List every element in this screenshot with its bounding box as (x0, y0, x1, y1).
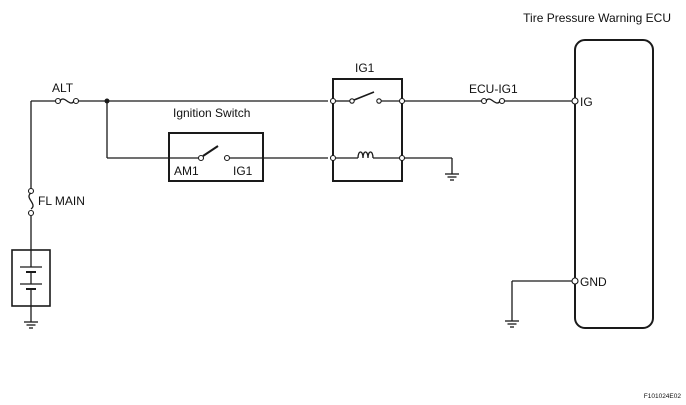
ecu-ig1-fuse-terminal-left (480, 97, 488, 105)
ignition-switch-blade-icon (202, 145, 219, 157)
ecu-box (574, 39, 654, 329)
relay-coil-icon (357, 151, 374, 159)
relay-switch-pivot (349, 98, 355, 104)
ignition-switch-am1-label: AM1 (174, 164, 199, 178)
ignition-switch-title: Ignition Switch (173, 106, 250, 120)
ecu-ig1-fuse-icon (485, 98, 501, 104)
relay-coil-out-terminal (398, 154, 406, 162)
ignition-switch-contact-ig1 (223, 154, 231, 162)
ecu-gnd-terminal (571, 277, 579, 285)
relay-switch-contact (376, 98, 382, 104)
relay-box (332, 78, 403, 182)
ecu-gnd-pin-label: GND (580, 275, 607, 289)
relay-switch-blade-icon (353, 91, 375, 101)
ecu-ig1-fuse-terminal-right (498, 97, 506, 105)
relay-contact-in-terminal (329, 97, 337, 105)
battery-ground-icon (24, 321, 38, 329)
figure-code: F101024E02 (644, 393, 682, 400)
ignition-switch-box (168, 132, 264, 182)
ecu-ig-terminal (571, 97, 579, 105)
alt-fuse-icon (59, 98, 75, 104)
ecu-ground-icon (505, 320, 519, 328)
relay-coil-in-terminal (329, 154, 337, 162)
fl-main-fuse-icon (28, 192, 34, 210)
alt-terminal-right (72, 97, 80, 105)
ignition-switch-contact-am1 (197, 154, 205, 162)
alt-label: ALT (52, 81, 74, 95)
ecu-ig1-fuse-label: ECU-IG1 (469, 82, 518, 96)
ignition-switch-ig1-label: IG1 (233, 164, 253, 178)
fl-main-label: FL MAIN (38, 194, 85, 208)
relay-title: IG1 (355, 61, 375, 75)
alt-terminal-left (54, 97, 62, 105)
ecu-ig-pin-label: IG (580, 95, 593, 109)
relay-ground-icon (445, 173, 459, 181)
fl-main-terminal-top (27, 187, 35, 195)
ecu-title: Tire Pressure Warning ECU (523, 11, 671, 25)
fl-main-terminal-bottom (27, 209, 35, 217)
relay-contact-out-terminal (398, 97, 406, 105)
